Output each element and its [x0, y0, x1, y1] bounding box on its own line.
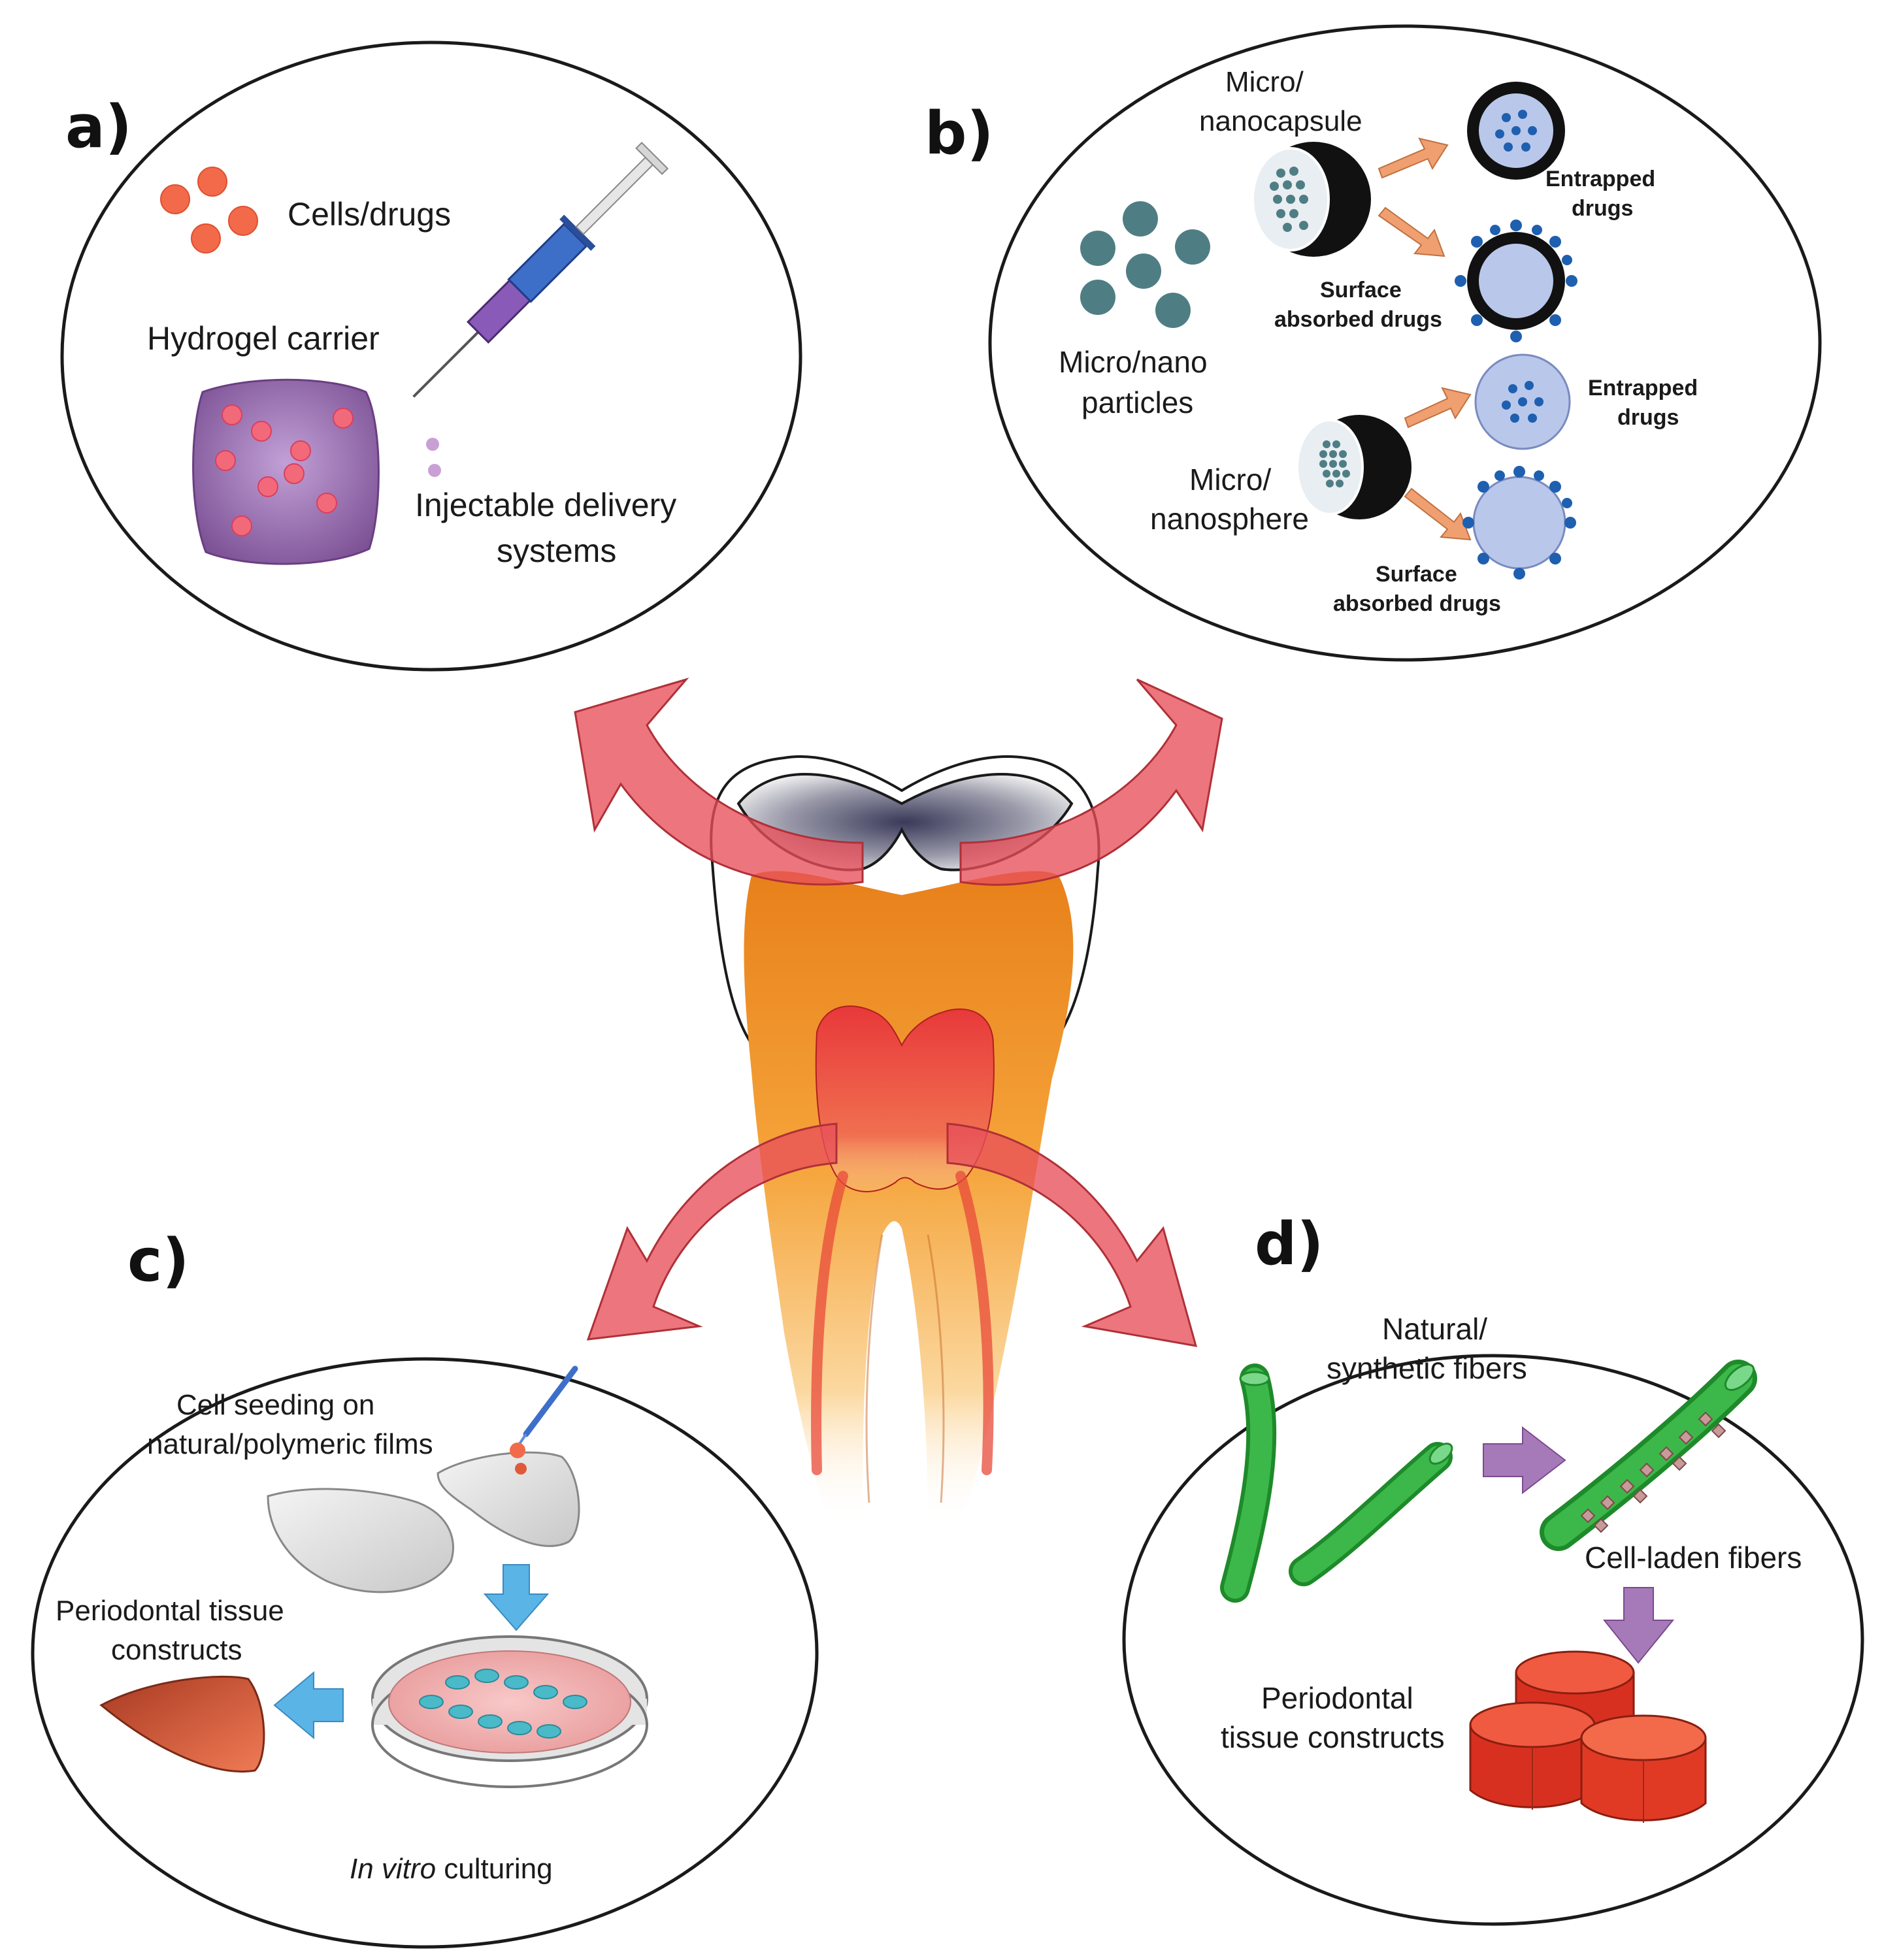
entrapped-capsule-icon	[1467, 82, 1565, 180]
fibers-label-line1: Natural/	[1382, 1312, 1487, 1346]
particles-label-line1: Micro/nano	[1059, 345, 1208, 379]
injectable-label-line1: Injectable delivery	[415, 487, 676, 523]
syringe-icon	[412, 141, 669, 477]
nanocapsule-icon	[1251, 142, 1371, 257]
cells-drugs-icon	[160, 167, 258, 253]
d-constructs-label-line2: tissue constructs	[1221, 1720, 1445, 1754]
down-arrow-icon	[483, 1564, 550, 1631]
panel-d-letter: d)	[1255, 1210, 1324, 1279]
surface2-label-line2: absorbed drugs	[1333, 591, 1501, 616]
entrapped1-label-line2: drugs	[1572, 196, 1633, 221]
root-canal-left	[811, 1171, 848, 1475]
d-constructs-label-line1: Periodontal	[1261, 1681, 1413, 1715]
tissue-cylinders-icon	[1469, 1650, 1707, 1823]
curved-arrows	[574, 678, 1223, 1347]
panel-d: d) Natural/ synthetic fibers	[1122, 1210, 1864, 1926]
arrow-to-c-icon	[586, 1122, 838, 1341]
tissue-leaf-icon	[99, 1675, 265, 1772]
panel-a: a) Cells/drugs Hydrogel carrier	[60, 41, 802, 672]
down-arrow-purple-icon	[1602, 1587, 1675, 1664]
small-arrow-icon	[1378, 137, 1472, 541]
arrow-to-b-icon	[959, 678, 1223, 886]
nanosphere-label-line1: Micro/	[1189, 463, 1271, 497]
entrapped2-label-line2: drugs	[1617, 405, 1679, 430]
nanosphere-label-line2: nanosphere	[1150, 502, 1309, 536]
panel-a-letter: a)	[65, 93, 132, 161]
arrow-to-a-icon	[574, 678, 864, 886]
c-constructs-label-line2: constructs	[111, 1634, 242, 1666]
fiber-left-icon	[1220, 1364, 1277, 1603]
nanocapsule-label-line1: Micro/	[1225, 66, 1304, 98]
particles-icon	[1080, 201, 1210, 328]
cell-laden-fiber-icon	[1540, 1360, 1757, 1551]
seeding-label-line2: natural/polymeric films	[147, 1428, 433, 1460]
panel-d-circle	[1122, 1354, 1864, 1926]
surface-capsule-icon	[1455, 220, 1577, 342]
cell-laden-label: Cell-laden fibers	[1585, 1541, 1802, 1575]
surface1-label-line2: absorbed drugs	[1274, 307, 1442, 332]
arrow-to-d-icon	[946, 1122, 1198, 1347]
pipette-icon	[510, 1365, 578, 1475]
film-left-icon	[267, 1488, 454, 1593]
cells-drugs-label: Cells/drugs	[288, 196, 451, 233]
c-constructs-label-line1: Periodontal tissue	[56, 1595, 284, 1627]
petri-dish-icon	[371, 1635, 648, 1788]
left-arrow-icon	[273, 1671, 344, 1740]
fibers-label-line2: synthetic fibers	[1327, 1351, 1527, 1385]
panel-b: b) Micro/ nanocapsule	[925, 24, 1822, 662]
nanosphere-icon	[1296, 415, 1412, 519]
fiber-middle-icon	[1289, 1442, 1453, 1586]
hydrogel-carrier-label: Hydrogel carrier	[147, 320, 380, 357]
hydrogel-icon	[192, 378, 380, 565]
culturing-italic: In vitro	[350, 1853, 436, 1885]
tooth-dentin	[744, 871, 1074, 1522]
panel-c: c) Cell seeding on natural/polymeric fil…	[31, 1226, 819, 1949]
particles-label-line2: particles	[1081, 385, 1193, 419]
entrapped2-label-line1: Entrapped	[1588, 376, 1698, 400]
surface-sphere-icon	[1462, 466, 1576, 580]
entrapped-sphere-icon	[1474, 353, 1571, 450]
surface2-label-line1: Surface	[1376, 562, 1457, 587]
culturing-label: In vitro culturing	[350, 1853, 553, 1885]
panel-b-circle	[988, 24, 1822, 662]
tooth	[710, 755, 1100, 1522]
surface1-label-line1: Surface	[1320, 278, 1402, 302]
seeding-label-line1: Cell seeding on	[176, 1389, 374, 1421]
svg-text:In vitro culturing: In vitro culturing	[350, 1853, 553, 1885]
panel-b-letter: b)	[925, 99, 994, 168]
culturing-rest: culturing	[436, 1853, 553, 1885]
panel-c-letter: c)	[127, 1226, 189, 1295]
root-canal-right	[955, 1171, 994, 1475]
nanocapsule-label-line2: nanocapsule	[1199, 105, 1362, 137]
injectable-label-line2: systems	[497, 532, 616, 569]
right-arrow-icon	[1483, 1426, 1566, 1495]
entrapped1-label-line1: Entrapped	[1545, 167, 1655, 191]
